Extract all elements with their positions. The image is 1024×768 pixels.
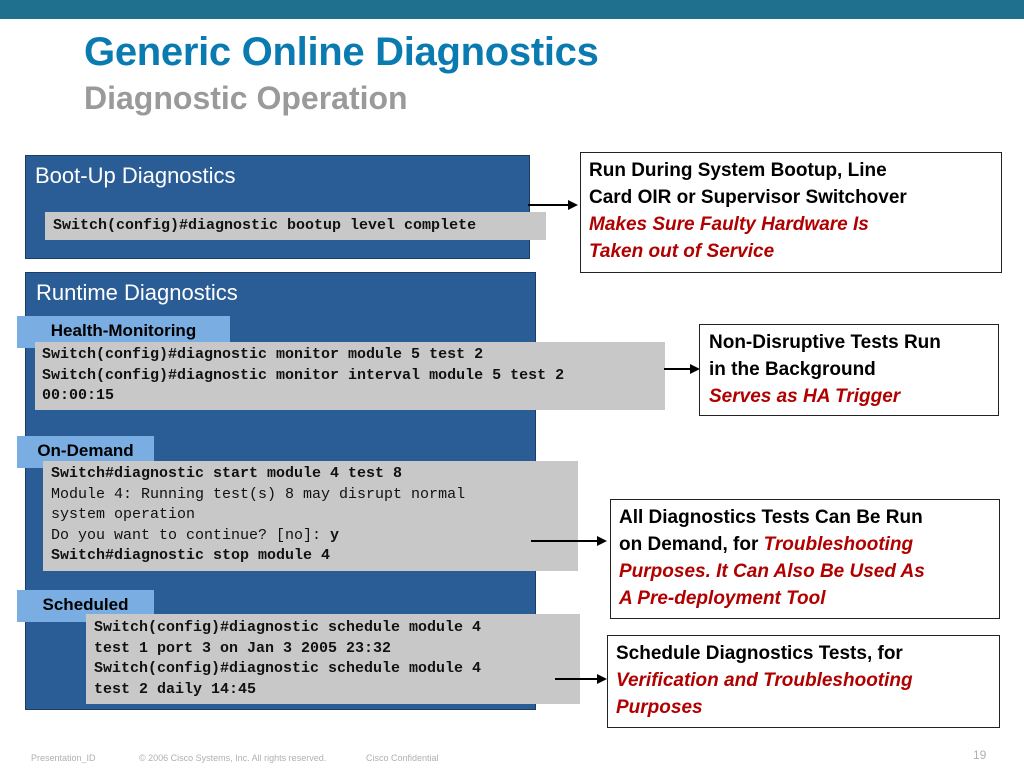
ondemand-note-line2-prefix: on Demand, for (619, 534, 764, 555)
bootup-title: Boot-Up Diagnostics (35, 163, 236, 188)
scheduled-note: Schedule Diagnostics Tests, for Verifica… (607, 635, 1000, 728)
ondemand-code-line4: Do you want to continue? [no]: y (51, 526, 570, 547)
health-arrow (664, 364, 700, 374)
ondemand-code-line2: Module 4: Running test(s) 8 may disrupt … (51, 485, 466, 503)
ondemand-note-em1: Troubleshooting (763, 534, 914, 555)
ondemand-code-answer: y (330, 526, 340, 544)
ondemand-note-em3: A Pre-deployment Tool (619, 588, 826, 609)
scheduled-note-em1: Verification and Troubleshooting (616, 670, 913, 691)
ondemand-code-line1: Switch#diagnostic start module 4 test 8 (51, 465, 403, 482)
top-banner (0, 0, 1024, 19)
slide-subtitle: Diagnostic Operation (84, 80, 408, 116)
scheduled-note-em2: Purposes (616, 697, 703, 718)
ondemand-code-prompt: Do you want to continue? [no]: (51, 526, 331, 544)
runtime-title: Runtime Diagnostics (36, 280, 238, 305)
health-code-line1: Switch(config)#diagnostic monitor module… (42, 346, 484, 363)
scheduled-code: Switch(config)#diagnostic schedule modul… (86, 614, 580, 704)
ondemand-code-line5: Switch#diagnostic stop module 4 (51, 547, 331, 564)
ondemand-note-em2: Purposes. It Can Also Be Used As (619, 561, 925, 582)
health-code-line2: Switch(config)#diagnostic monitor interv… (42, 366, 565, 384)
bootup-code: Switch(config)#diagnostic bootup level c… (45, 212, 546, 240)
bootup-arrow (528, 200, 578, 210)
footer-confidential: Cisco Confidential (366, 753, 439, 763)
health-note-line2: in the Background (709, 359, 876, 380)
health-note-line1: Non-Disruptive Tests Run (709, 332, 941, 353)
footer-copyright: © 2006 Cisco Systems, Inc. All rights re… (139, 753, 327, 763)
ondemand-code-line3: system operation (51, 506, 196, 523)
bootup-note-line1: Run During System Bootup, Line (589, 160, 887, 181)
health-note-em: Serves as HA Trigger (709, 386, 901, 407)
bootup-note-em1: Makes Sure Faulty Hardware Is (589, 214, 869, 235)
scheduled-arrow (555, 674, 607, 684)
ondemand-note-line2: on Demand, for Troubleshooting (619, 531, 991, 558)
scheduled-code-line2: test 1 port 3 on Jan 3 2005 23:32 (94, 639, 392, 657)
health-code-line3: 00:00:15 (42, 387, 115, 404)
footer-page-number: 19 (973, 748, 987, 762)
bootup-code-line: Switch(config)#diagnostic bootup level c… (53, 217, 477, 234)
bootup-note: Run During System Bootup, Line Card OIR … (580, 152, 1002, 273)
scheduled-code-line4: test 2 daily 14:45 (94, 680, 257, 698)
ondemand-note: All Diagnostics Tests Can Be Run on Dema… (610, 499, 1000, 619)
scheduled-code-line3: Switch(config)#diagnostic schedule modul… (94, 660, 482, 677)
ondemand-note-line1: All Diagnostics Tests Can Be Run (619, 507, 923, 528)
scheduled-note-line1: Schedule Diagnostics Tests, for (616, 643, 903, 664)
ondemand-code: Switch#diagnostic start module 4 test 8 M… (43, 461, 578, 571)
footer-presentation-id: Presentation_ID (31, 753, 96, 763)
health-note: Non-Disruptive Tests Run in the Backgrou… (699, 324, 999, 416)
bootup-note-em2: Taken out of Service (589, 241, 775, 262)
health-code: Switch(config)#diagnostic monitor module… (35, 342, 665, 410)
scheduled-code-line1: Switch(config)#diagnostic schedule modul… (94, 619, 482, 636)
bootup-panel (25, 155, 530, 259)
bootup-note-line2: Card OIR or Supervisor Switchover (589, 187, 907, 208)
ondemand-arrow (531, 536, 607, 546)
slide-title: Generic Online Diagnostics (84, 30, 599, 74)
